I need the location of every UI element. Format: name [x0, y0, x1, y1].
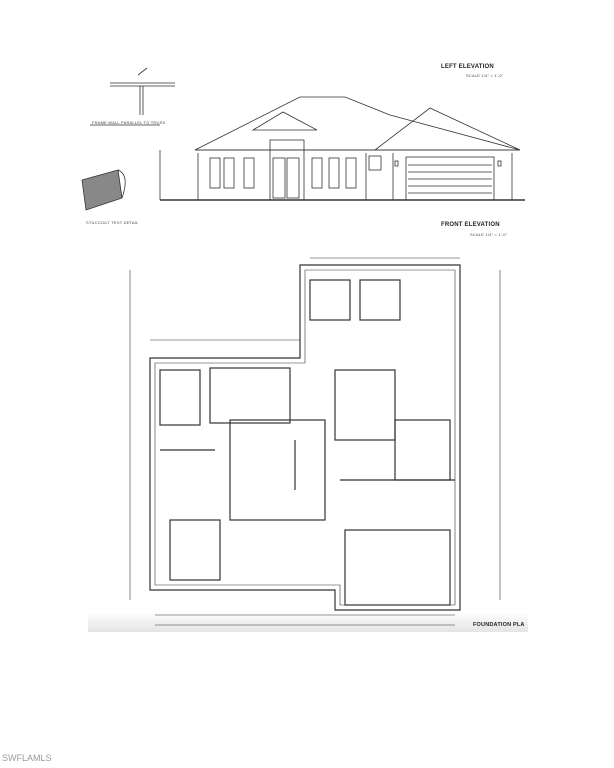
- scan-shadow: [88, 612, 528, 632]
- left-elevation-title: LEFT ELEVATION: [441, 64, 494, 70]
- left-elevation-scale: SCALE 1/4" = 1'-0": [466, 73, 504, 78]
- front-elevation-scale: SCALE 1/4" = 1'-0": [470, 232, 508, 237]
- front-elevation: [159, 96, 525, 201]
- stucco-detail: [81, 169, 126, 211]
- frame-wall-detail: [90, 67, 175, 126]
- stucco-detail-label: STUCCO/LT TEXT DETAIL: [86, 220, 139, 225]
- watermark: SWFLAMLS: [2, 753, 52, 763]
- floor-plan: [129, 257, 501, 626]
- front-elevation-title: FRONT ELEVATION: [441, 222, 500, 228]
- frame-wall-label: FRAME WALL PARALLEL TO TRUSS: [92, 120, 166, 125]
- foundation-plan-title: FOUNDATION PLA: [473, 622, 525, 628]
